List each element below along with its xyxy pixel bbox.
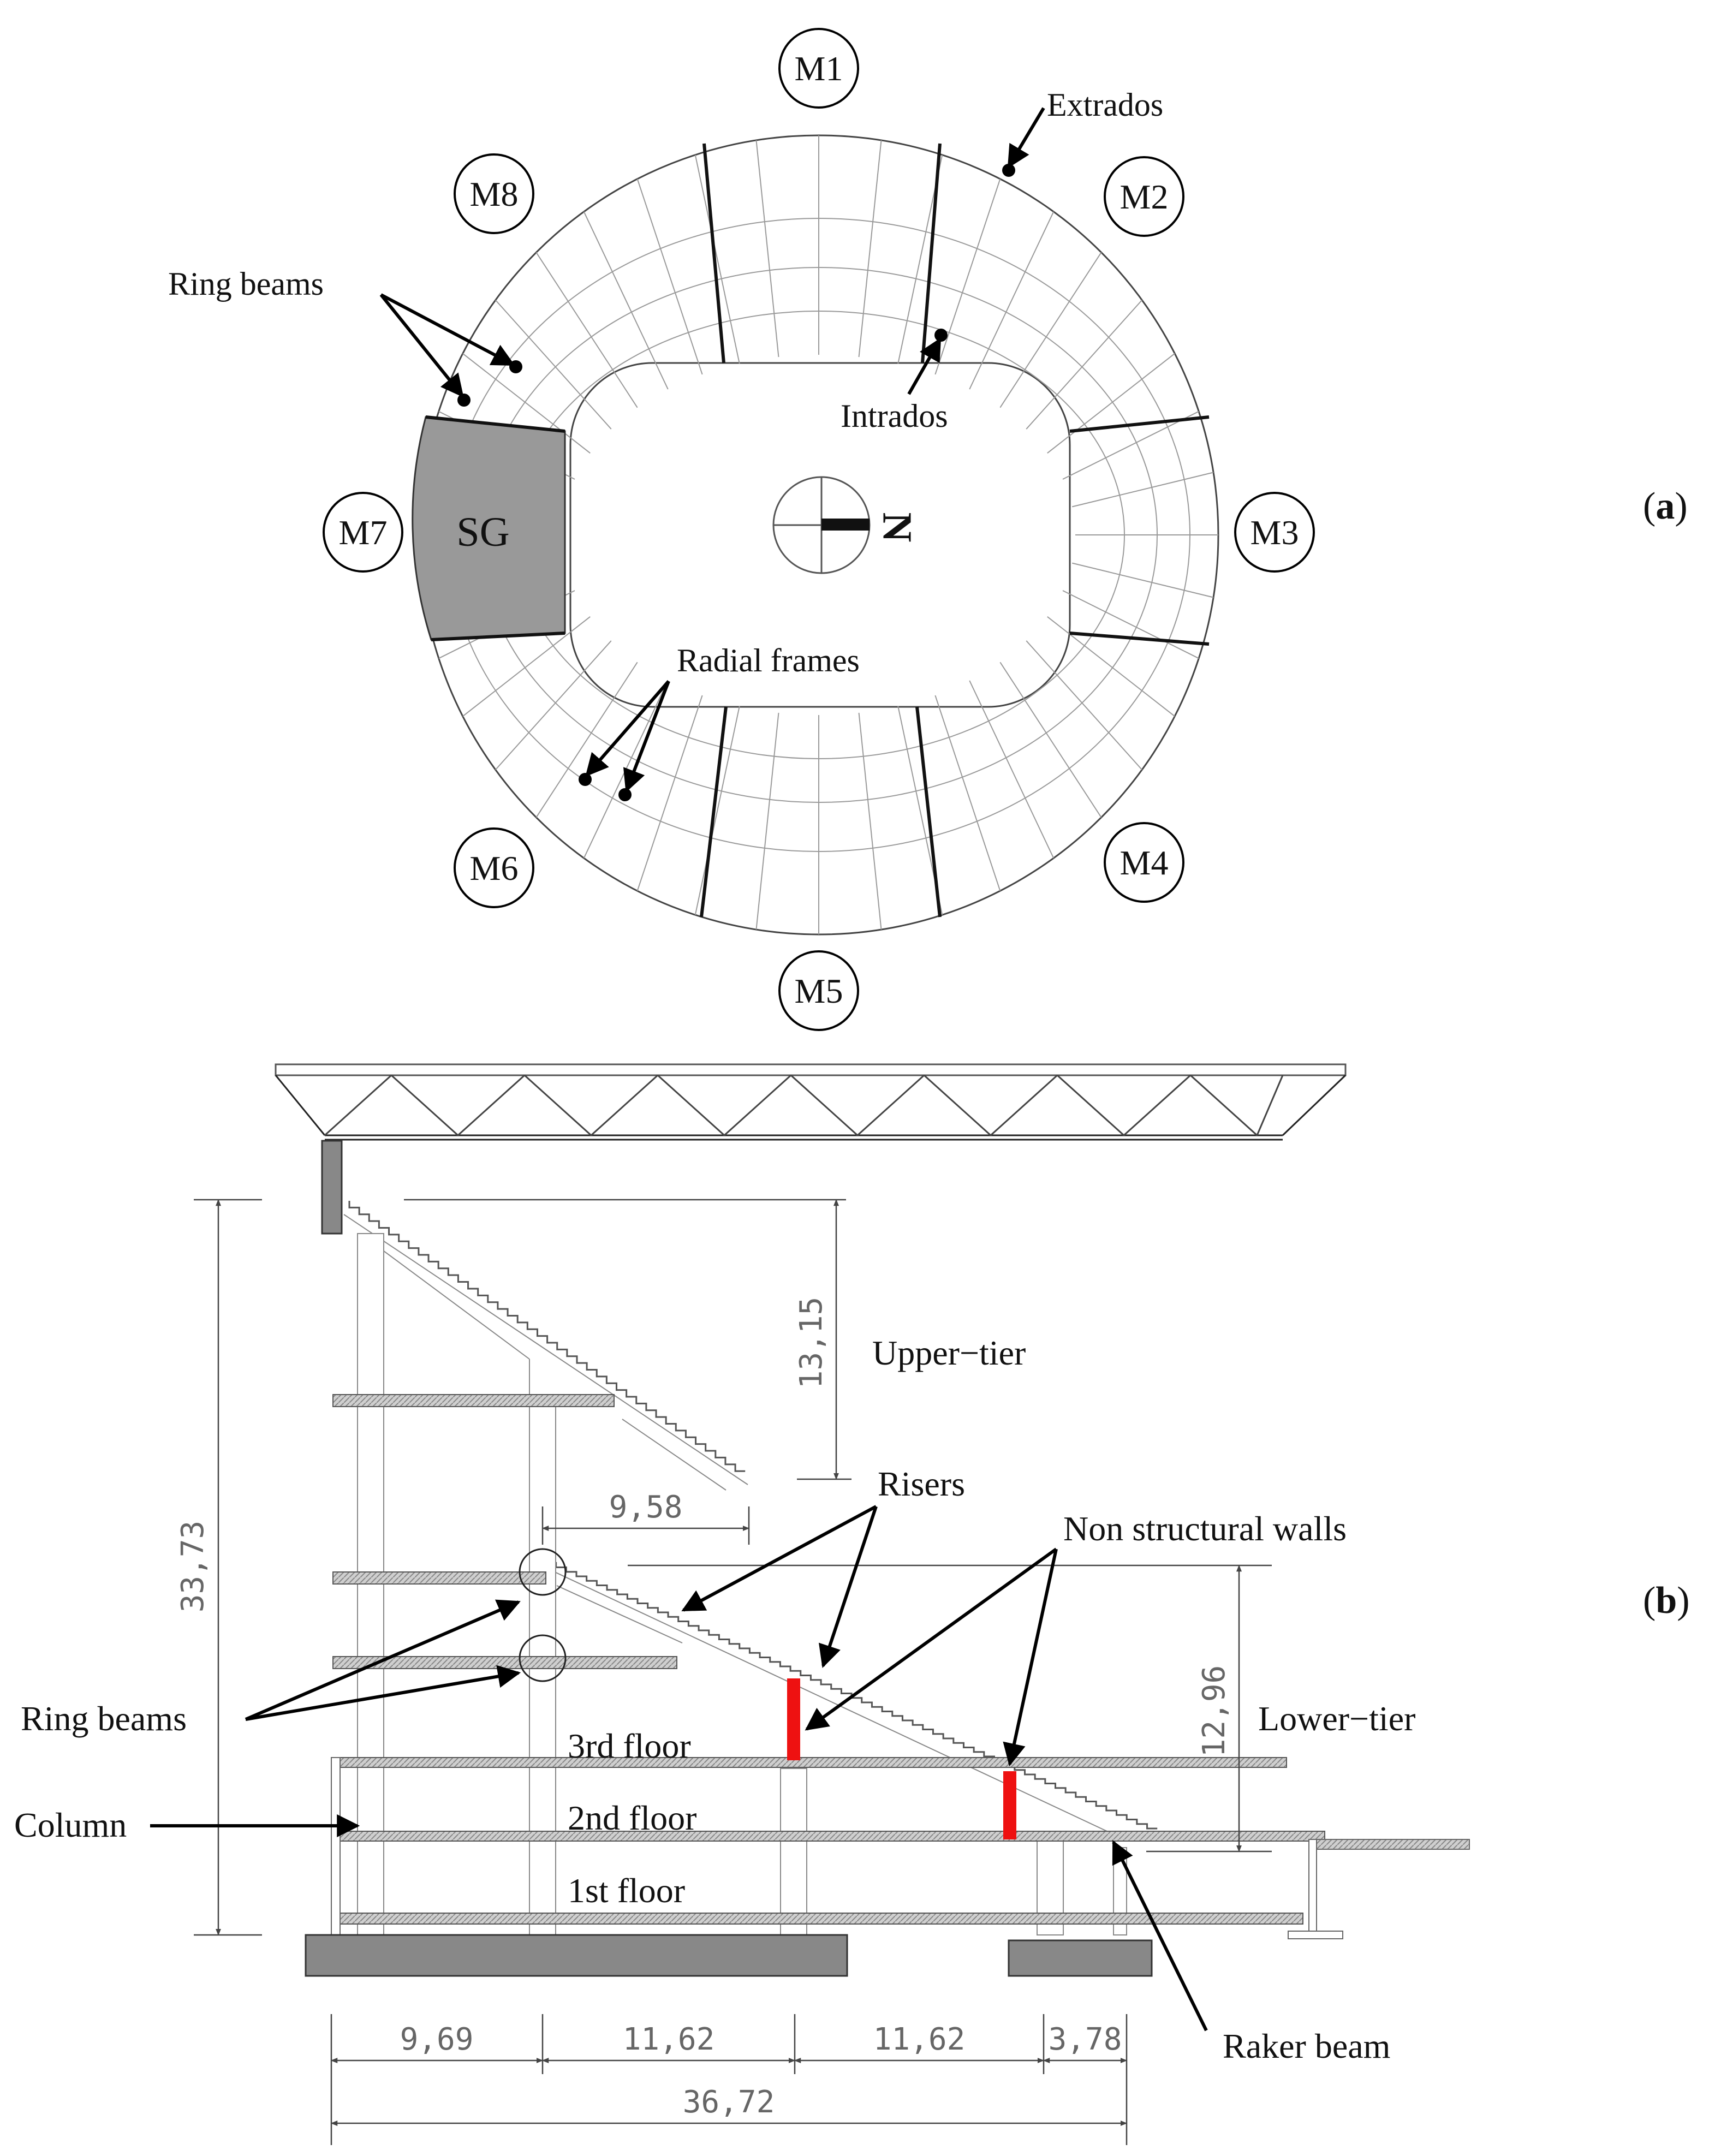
module-m2: M2 <box>1104 156 1184 237</box>
dim-span-3: 11,62 <box>873 2022 966 2057</box>
stadium-section <box>275 1063 1470 1977</box>
non-structural-wall-1 <box>787 1678 800 1760</box>
module-label: M8 <box>470 175 519 213</box>
module-label: M3 <box>1251 513 1299 552</box>
module-label: M6 <box>470 849 519 888</box>
foundation-right <box>1008 1939 1153 1977</box>
ring-beam-circle-2 <box>519 1634 567 1682</box>
non-structural-wall-2 <box>1003 1771 1016 1839</box>
dim-upper-tier-height: 13,15 <box>794 1297 829 1389</box>
module-boundaries <box>425 143 1210 918</box>
dim-upper-overhang: 9,58 <box>609 1490 683 1525</box>
dim-lower-tier-height: 12,96 <box>1196 1665 1232 1758</box>
floor-slabs <box>331 1757 1325 1935</box>
section-annotations: Upper−tier Lower−tier Risers Non structu… <box>14 1333 1415 2065</box>
dim-span-4: 3,78 <box>1049 2022 1122 2057</box>
roof-support <box>321 1140 343 1235</box>
module-m4: M4 <box>1104 822 1184 903</box>
module-m5: M5 <box>778 950 859 1031</box>
extrados-label: Extrados <box>1047 87 1163 123</box>
plan-annotations: Extrados Intrados Ring beams Radial fram… <box>168 87 1163 801</box>
ring-beams-section-label: Ring beams <box>21 1699 187 1738</box>
north-label: N <box>874 513 920 543</box>
raker-beam-label: Raker beam <box>1223 2027 1390 2065</box>
foundation-left <box>305 1934 848 1977</box>
dim-total-height: 33,73 <box>175 1521 211 1613</box>
tier-slabs <box>332 1394 677 1669</box>
module-label: M2 <box>1120 177 1169 216</box>
module-label: M5 <box>795 972 843 1010</box>
panel-a-label: (a) <box>1643 485 1688 527</box>
ground-right <box>1288 1839 1470 1939</box>
floor-3-label: 3rd floor <box>568 1726 691 1765</box>
panel-b-label: (b) <box>1643 1580 1690 1622</box>
upper-tier <box>343 1201 748 1491</box>
non-structural-walls-label: Non structural walls <box>1063 1509 1347 1548</box>
intrados-label: Intrados <box>841 398 948 434</box>
module-label: M4 <box>1120 843 1169 882</box>
dim-span-1: 9,69 <box>400 2022 474 2057</box>
radial-frames-label: Radial frames <box>677 642 860 678</box>
roof-truss <box>275 1063 1347 1141</box>
floor-1-label: 1st floor <box>568 1871 685 1910</box>
module-m8: M8 <box>454 153 534 234</box>
floor-2-label: 2nd floor <box>568 1798 696 1837</box>
dim-span-2: 11,62 <box>623 2022 715 2057</box>
dimensions: 33,73 13,15 12,96 9,58 9,69 11,62 11,62 … <box>175 1199 1272 2145</box>
sector-label: SG <box>456 509 509 555</box>
risers-label: Risers <box>878 1464 965 1503</box>
ring-beams-plan-label: Ring beams <box>168 266 324 302</box>
lower-tier <box>543 1558 1158 1840</box>
stadium-plan: N SG <box>412 134 1219 936</box>
module-m6: M6 <box>454 827 534 908</box>
lower-tier-label: Lower−tier <box>1258 1699 1415 1738</box>
sg-sector <box>412 416 566 641</box>
module-label: M7 <box>339 513 388 552</box>
upper-tier-label: Upper−tier <box>872 1333 1026 1372</box>
module-label: M1 <box>795 49 843 88</box>
module-m7: M7 <box>323 492 403 573</box>
module-m3: M3 <box>1234 492 1315 573</box>
dim-total-width: 36,72 <box>683 2084 775 2120</box>
north-symbol: N <box>772 476 920 574</box>
ring-beam-circle-1 <box>519 1548 567 1596</box>
module-m1: M1 <box>778 28 859 109</box>
column-label: Column <box>14 1806 127 1844</box>
